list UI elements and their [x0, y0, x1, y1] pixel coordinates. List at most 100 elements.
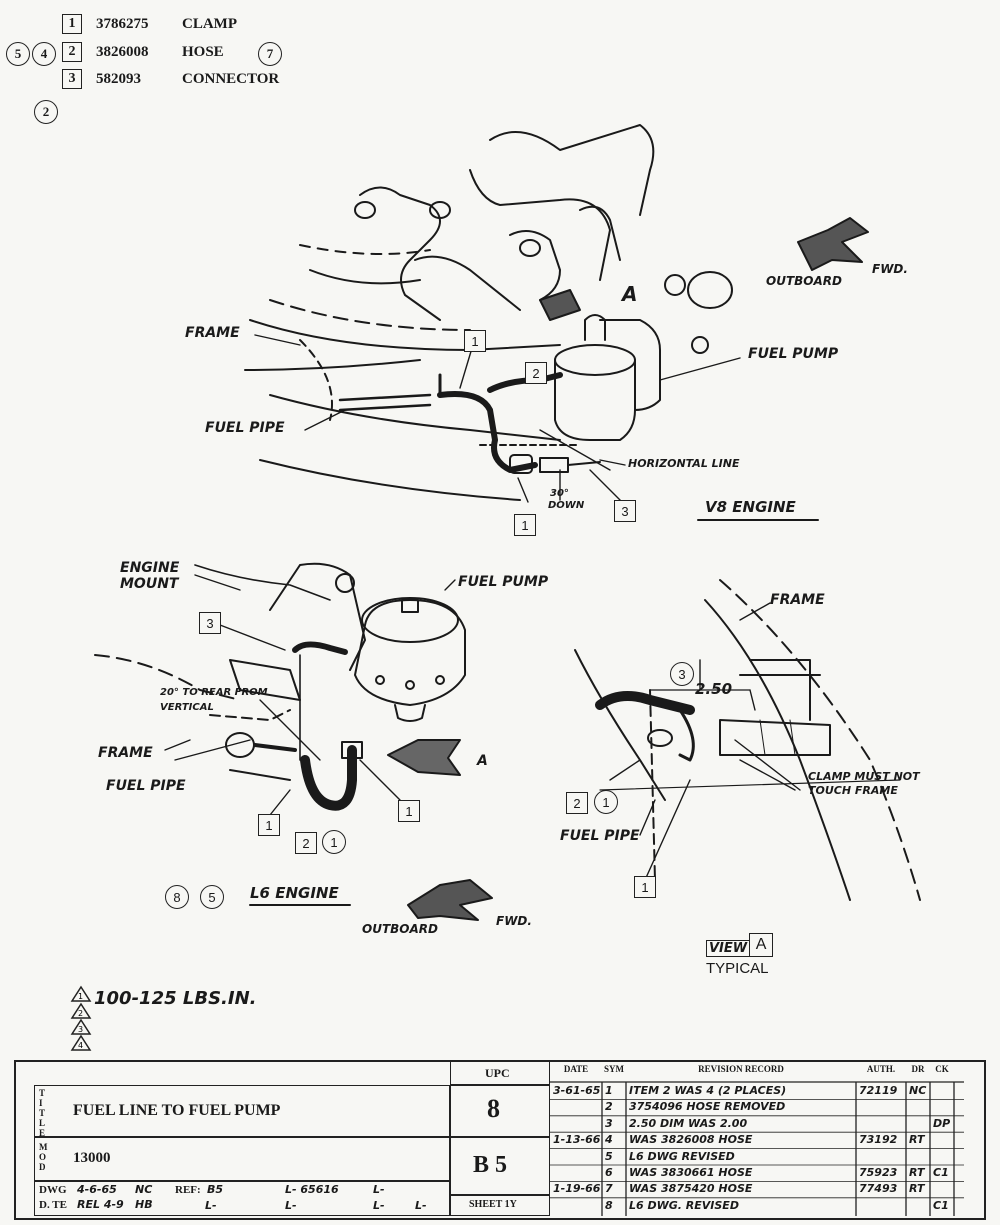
callout-box: 3 [614, 500, 636, 522]
group-cell: B 5 [450, 1137, 550, 1195]
outboard-label: OUTBOARD [362, 922, 438, 936]
l6-engine-title: L6 ENGINE [250, 884, 339, 902]
rev-auth: 75923 [859, 1166, 898, 1179]
revision-marker: 4 [32, 42, 56, 66]
rev-record: WAS 3875420 HOSE [629, 1182, 753, 1196]
callout-box: 1 [464, 330, 486, 352]
view-a-tag: VIEW A [706, 933, 774, 957]
revision-header: DATE SYM REVISION RECORD AUTH. DR CK [550, 1064, 964, 1079]
callout-box: 2 [295, 832, 317, 854]
rev-header-date: DATE [563, 1064, 589, 1074]
dwg-label: DWG [39, 1184, 67, 1196]
rev-record: WAS 3826008 HOSE [629, 1133, 753, 1147]
torque-flag: 1 [78, 992, 83, 1001]
torque-flag: 3 [78, 1025, 83, 1034]
parts-list-row: 3 582093 CONNECTOR [62, 67, 279, 91]
revision-marker: 7 [258, 42, 282, 66]
torque-flag: 4 [78, 1041, 83, 1050]
rev-header-sym: SYM [604, 1064, 624, 1074]
clamp-note-label: CLAMP MUST NOT TOUCH FRAME [808, 770, 920, 797]
part-number: 3786275 [96, 15, 149, 32]
rev-sym: 4 [605, 1133, 613, 1147]
view-letter-label: A [622, 282, 638, 306]
rev-date: 1-13-66 [553, 1133, 601, 1147]
title-block-frame [14, 1060, 986, 1220]
callout-circle: 1 [594, 790, 618, 814]
revision-marker: 5 [200, 885, 224, 909]
fuel-pump-label: FUEL PUMP [458, 574, 549, 590]
rev-dr: RT [909, 1182, 925, 1196]
rel-by: HB [135, 1198, 153, 1211]
dwg-cell: DWG 4-6-65 NC D. TE REL 4-9 HB REF: B5 L… [34, 1181, 450, 1216]
v8-hose [437, 391, 538, 473]
frame-label: FRAME [770, 592, 825, 608]
rev-auth: 72119 [859, 1084, 898, 1097]
parts-list-row: 2 3826008 HOSE [62, 40, 224, 64]
drawing-title: FUEL LINE TO FUEL PUMP [73, 1102, 281, 1119]
upc-value: 8 [487, 1094, 500, 1123]
l-reference: L- 65616 [285, 1183, 339, 1196]
fuel-pump-label: FUEL PUMP [748, 346, 839, 362]
parts-list-row: 1 3786275 CLAMP [62, 12, 237, 36]
frame-label: FRAME [98, 745, 153, 761]
l-reference: L- [285, 1199, 297, 1212]
l-reference: L- [415, 1199, 427, 1212]
part-key: 2 [62, 42, 82, 62]
dwg-by: NC [135, 1183, 153, 1196]
dwg-date: 4-6-65 [77, 1183, 117, 1196]
part-description: CLAMP [182, 15, 237, 32]
part-key: 3 [62, 69, 82, 89]
rel-date: REL 4-9 [77, 1198, 124, 1211]
rev-record: L6 DWG REVISED [629, 1149, 735, 1163]
title-side-label: TITLE [39, 1088, 46, 1138]
rev-record: ITEM 2 WAS 4 (2 PLACES) [629, 1084, 787, 1097]
group-value: B 5 [473, 1152, 508, 1178]
parts-list: 1 3786275 CLAMP 2 3826008 HOSE 3 582093 … [0, 0, 320, 130]
title-block: TITLE FUEL LINE TO FUEL PUMP MOD 13000 D… [14, 1060, 986, 1220]
l6-view-arrow [387, 739, 461, 776]
horizontal-line-label: HORIZONTAL LINE [628, 457, 740, 470]
rev-date: 3-61-65 [553, 1084, 601, 1097]
l-reference: L- [205, 1199, 217, 1212]
callout-circle: 1 [322, 830, 346, 854]
part-number: 3826008 [96, 43, 149, 60]
torque-flag: 2 [78, 1009, 83, 1018]
revision-marker: 2 [34, 100, 58, 124]
callout-box: 1 [634, 876, 656, 898]
title-cell: TITLE FUEL LINE TO FUEL PUMP [34, 1085, 450, 1138]
date-label: D. TE [39, 1199, 67, 1211]
down-angle-label: 30° [550, 488, 569, 499]
rev-header-ck: CK [935, 1064, 949, 1074]
down-label: DOWN [548, 500, 585, 511]
upc-header-cell: UPC [450, 1060, 550, 1085]
l-reference: L- [373, 1183, 385, 1196]
view-word: VIEW [706, 940, 750, 957]
upc-label: UPC [485, 1066, 510, 1080]
rev-record: 2.50 DIM WAS 2.00 [629, 1116, 748, 1130]
outboard-label: OUTBOARD [766, 274, 842, 288]
part-description: CONNECTOR [182, 70, 280, 87]
callout-box: 1 [514, 514, 536, 536]
rev-dr: RT [909, 1166, 925, 1179]
sheet-label: SHEET 1Y [469, 1199, 517, 1210]
rev-header-record: REVISION RECORD [698, 1064, 784, 1074]
part-number: 582093 [96, 70, 141, 87]
fwd-label: FWD. [872, 262, 908, 276]
rev-sym: 1 [605, 1084, 613, 1097]
l6-fuel-pump [354, 599, 466, 706]
callout-box: 1 [398, 800, 420, 822]
part-description: HOSE [182, 43, 224, 60]
callout-box: 2 [566, 792, 588, 814]
typical-label: TYPICAL [706, 960, 769, 977]
rev-record: 3754096 HOSE REMOVED [629, 1100, 786, 1114]
l6-engine-mount [269, 562, 366, 671]
rev-dr: NC [909, 1084, 927, 1097]
v8-engine-title: V8 ENGINE [705, 498, 796, 516]
rev-sym: 6 [605, 1166, 613, 1179]
fwd-label: FWD. [496, 914, 532, 928]
